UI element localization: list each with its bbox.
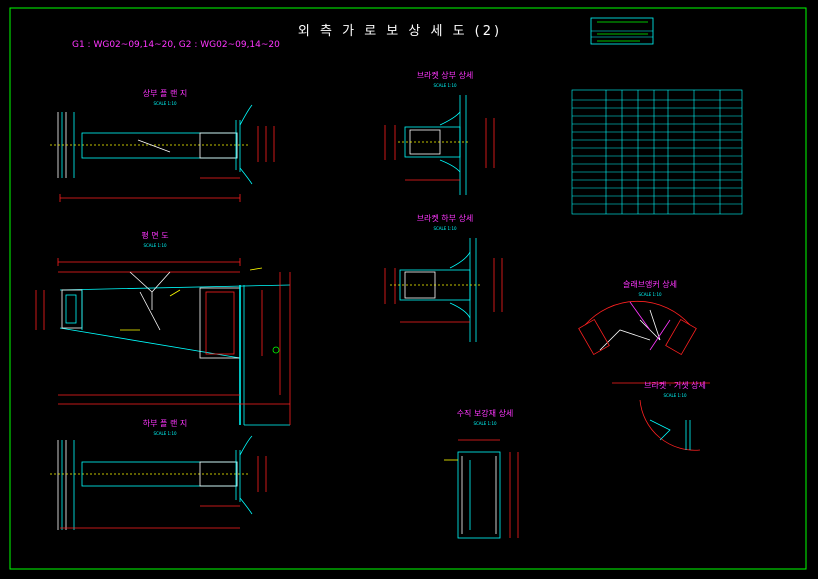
- scale-label: SCALE 1:10: [638, 292, 662, 297]
- bracket-bottom-detail: [384, 238, 503, 342]
- view-title-bracket-gusset: 브라켓 · 거셋 상세: [644, 381, 706, 390]
- view-title-plan: 평 면 도: [141, 231, 169, 240]
- scale-label: SCALE 1:10: [663, 393, 687, 398]
- scale-label: SCALE 1:10: [153, 101, 177, 106]
- view-title-bracket-top: 브라켓 상부 상세: [416, 71, 474, 80]
- girder-designation: G1 : WG02~09,14~20, G2 : WG02~09,14~20: [72, 40, 280, 50]
- slab-anchor-detail: [578, 300, 710, 451]
- scale-label: SCALE 1:10: [433, 83, 457, 88]
- drawing-title: 외 측 가 로 보 상 세 도 (2): [297, 24, 503, 39]
- vertical-stiffener-detail: [444, 439, 519, 539]
- scale-label: SCALE 1:10: [143, 243, 167, 248]
- section-table: [571, 89, 743, 215]
- drawing-frame: [9, 7, 807, 570]
- top-flange-plan: [50, 104, 275, 202]
- view-title-vertical-stiffener: 수직 보강재 상세: [456, 409, 514, 418]
- view-title-bottom-flange: 하부 플 랜 지: [142, 419, 188, 428]
- scale-label: SCALE 1:10: [473, 421, 497, 426]
- view-title-slab-anchor: 슬래브앵커 상세: [622, 280, 678, 289]
- view-title-bracket-bottom: 브라켓 하부 상세: [416, 214, 474, 223]
- bracket-top-detail: [384, 95, 495, 195]
- view-title-top-flange: 상부 플 랜 지: [142, 89, 188, 98]
- plan-view: [35, 258, 291, 426]
- bottom-flange-plan: [50, 435, 267, 530]
- scale-label: SCALE 1:10: [433, 226, 457, 231]
- scale-label: SCALE 1:10: [153, 431, 177, 436]
